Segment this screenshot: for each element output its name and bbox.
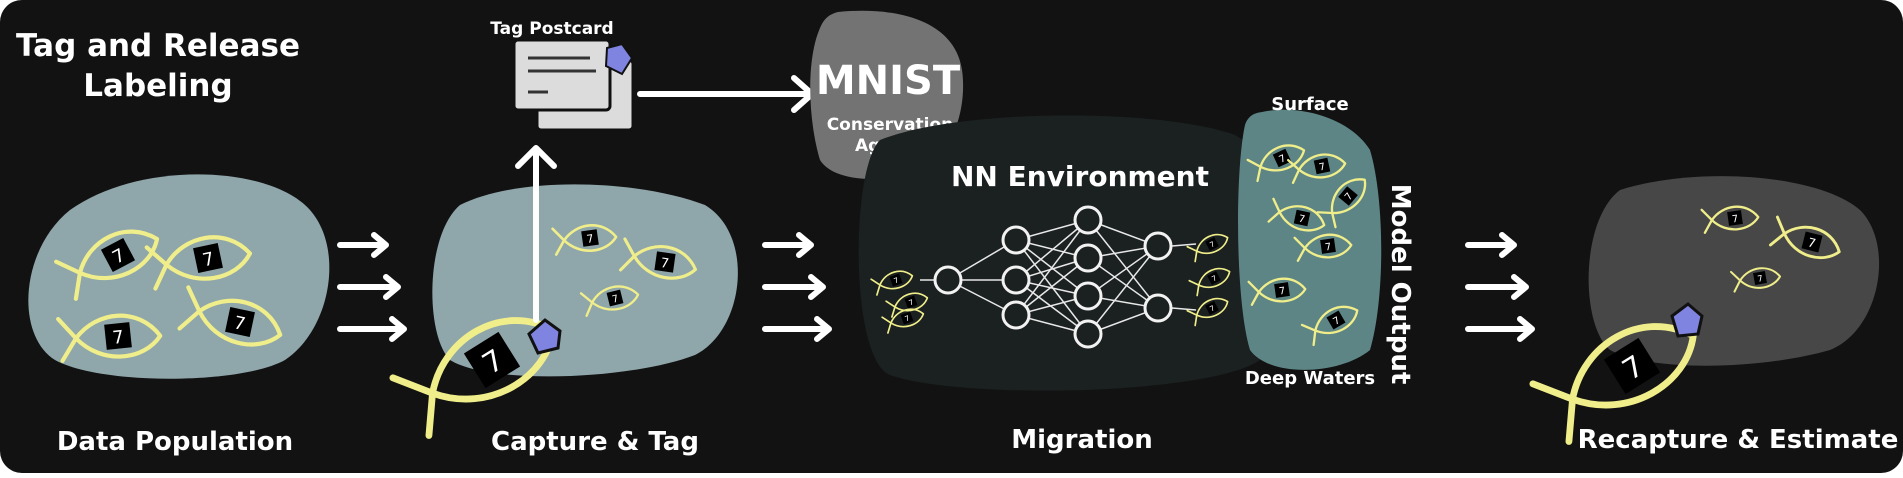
output-bottom-label: Deep Waters (1245, 368, 1375, 389)
postcard-label: Tag Postcard (490, 19, 613, 39)
recaptured-tagged-fish (1533, 298, 1708, 444)
model-output-panel (1238, 109, 1382, 370)
environment-label: NN Environment (951, 160, 1209, 193)
recapture-tag-icon (1670, 302, 1704, 338)
tag-icon (527, 318, 562, 355)
tagged-fish (393, 292, 568, 438)
output-top-label: Surface (1271, 94, 1349, 115)
stage-label-migration: Migration (1011, 425, 1152, 455)
diagram-title-line1: Tag and Release (16, 28, 300, 64)
agency-name: MNIST (816, 58, 961, 104)
stage-label-population: Data Population (57, 427, 293, 457)
output-side-label: Model Output (1385, 184, 1415, 385)
nn-nodes (933, 205, 1173, 349)
recapture-pond (1588, 176, 1880, 366)
stage-label-capture: Capture & Tag (491, 427, 699, 457)
stage-label-recapture: Recapture & Estimate (1578, 425, 1899, 455)
diagram-title-line2: Labeling (83, 68, 232, 104)
postcard-icon (512, 38, 635, 132)
population-pond (28, 174, 330, 379)
arrow-to-postcard (515, 145, 557, 323)
nn-environment-blob (858, 115, 1287, 391)
capture-pond (432, 184, 738, 377)
